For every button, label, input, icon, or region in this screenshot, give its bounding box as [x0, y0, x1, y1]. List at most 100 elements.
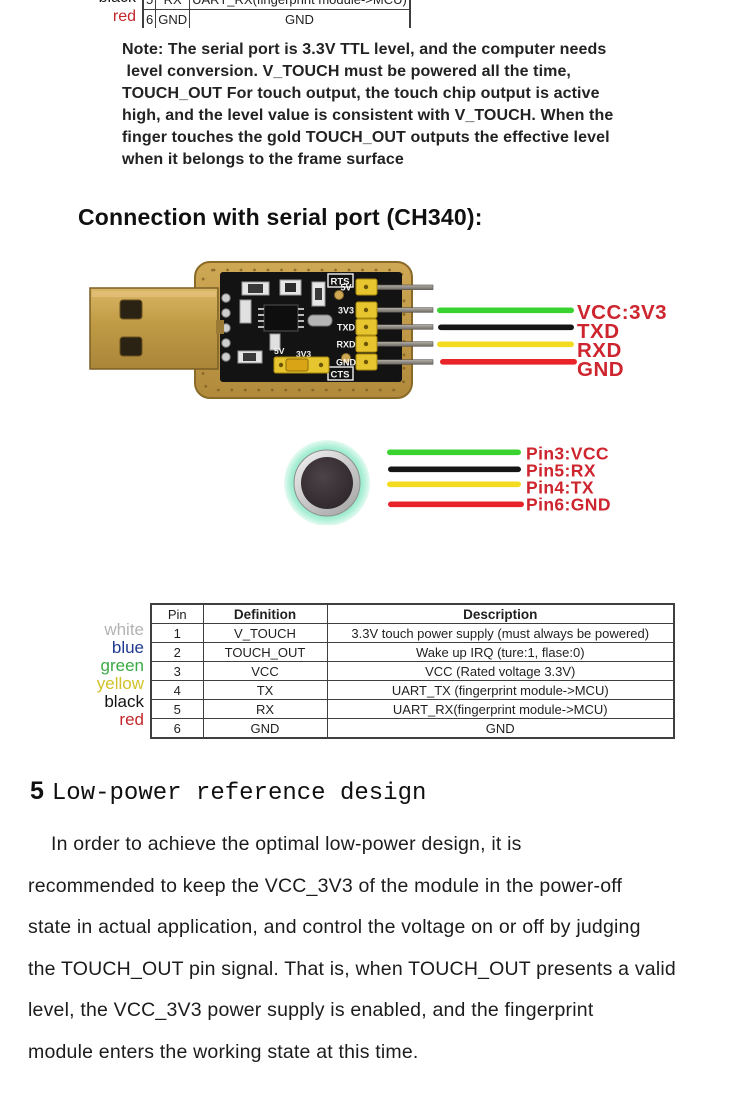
- note-line: Note: The serial port is 3.3V TTL level,…: [122, 41, 607, 58]
- wire-color-label: green: [100, 656, 144, 675]
- sensor-label-pin5-rx: Pin5:RX: [526, 461, 596, 481]
- cell-description: UART_TX (fingerprint module->MCU): [326, 680, 675, 700]
- pin-header-column: 5V 3V3 TXD RXD GND: [336, 278, 434, 371]
- rts-label: RTS: [327, 273, 354, 300]
- cell-pin: 5: [150, 699, 204, 719]
- wire-label-rxd: RXD: [577, 339, 622, 362]
- cell-definition: RX: [202, 699, 328, 719]
- paragraph-line: recommended to keep the VCC_3V3 of the m…: [28, 874, 623, 897]
- wire-color-label: black: [60, 0, 136, 7]
- cell-description: GND: [189, 9, 411, 28]
- cell-pin: 1: [150, 623, 204, 643]
- sensor-wire-black: [388, 466, 521, 473]
- fingerprint-sensor-figure: Pin3:VCC Pin5:RX Pin4:TX Pin6:GND: [284, 440, 611, 525]
- section-title: Low-power reference design: [51, 780, 427, 807]
- cell-pin: 2: [150, 642, 204, 662]
- crystal-oscillator: [307, 314, 333, 327]
- sensor-label-pin6-gnd: Pin6:GND: [526, 495, 611, 515]
- table-row: 1 V_TOUCH 3.3V touch power supply (must …: [150, 623, 675, 643]
- cell-definition: GND: [202, 718, 328, 739]
- cell-pin: 6: [142, 9, 157, 28]
- wire-color-label: red: [119, 710, 144, 729]
- cell-pin: 6: [150, 718, 204, 739]
- header-description: Description: [326, 603, 675, 624]
- cell-pin: 5: [142, 0, 157, 10]
- svg-text:RTS: RTS: [331, 277, 350, 288]
- cell-definition: TX: [202, 680, 328, 700]
- table-row: 5 RX UART_RX(fingerprint module->MCU): [150, 699, 675, 719]
- cell-description: 3.3V touch power supply (must always be …: [326, 623, 675, 643]
- svg-text:GND: GND: [336, 358, 357, 368]
- note-line: level conversion. V_TOUCH must be powere…: [122, 63, 571, 80]
- svg-text:5V: 5V: [340, 283, 351, 293]
- cell-description: VCC (Rated voltage 3.3V): [326, 661, 675, 681]
- cell-definition: RX: [155, 0, 191, 10]
- svg-text:TXD: TXD: [337, 323, 356, 333]
- usb-plug: [89, 287, 224, 370]
- cell-description: Wake up IRQ (ture:1, flase:0): [326, 642, 675, 662]
- pin-definition-table: Pin Definition Description 1 V_TOUCH 3.3…: [150, 603, 675, 739]
- paragraph-line: level, the VCC_3V3 power supply is enabl…: [28, 999, 594, 1021]
- cell-description: UART_RX(fingerprint module->MCU): [326, 699, 675, 719]
- cell-definition: V_TOUCH: [202, 623, 328, 643]
- cell-description: UART_RX(fingerprint module->MCU): [189, 0, 411, 10]
- paragraph-line: module enters the working state at this …: [28, 1040, 419, 1063]
- note-line: finger touches the gold TOUCH_OUT output…: [122, 129, 610, 146]
- top-pin-table-clipped: black red 5 RX UART_RX(fingerprint modul…: [60, 0, 672, 28]
- sensor-wire-red: [388, 501, 524, 508]
- wire-color-label: black: [104, 692, 144, 711]
- wire-red: [440, 359, 577, 365]
- wire-black: [438, 324, 574, 331]
- table-header-row: Pin Definition Description: [150, 603, 675, 624]
- table-row: 4 TX UART_TX (fingerprint module->MCU): [150, 680, 675, 700]
- header-pin: Pin: [150, 603, 204, 624]
- wire-color-label: yellow: [96, 674, 144, 693]
- cell-pin: 4: [150, 680, 204, 700]
- cell-definition: TOUCH_OUT: [202, 642, 328, 662]
- cts-label: CTS: [327, 353, 354, 381]
- note-line: when it belongs to the frame surface: [122, 151, 404, 168]
- table-row: 5 RX UART_RX(fingerprint module->MCU): [142, 0, 411, 10]
- wire-label-vcc: VCC:3V3: [577, 301, 667, 324]
- paragraph-line: the TOUCH_OUT pin signal. That is, when …: [28, 957, 676, 980]
- paragraph-line: In order to achieve the optimal low-powe…: [51, 833, 522, 855]
- ch340-chip: [258, 304, 304, 332]
- wire-color-label: red: [112, 8, 136, 25]
- cell-definition: GND: [155, 9, 191, 28]
- usb-serial-adapter-figure: RTS CTS 5V 3V3 TXD RXD GND 5V 3V3: [89, 261, 667, 399]
- note-line: high, and the level value is consistent …: [122, 107, 614, 124]
- section-heading-serial-connection: Connection with serial port (CH340):: [78, 204, 483, 230]
- low-power-paragraph: In order to achieve the optimal low-powe…: [28, 824, 748, 1073]
- cell-definition: VCC: [202, 661, 328, 681]
- header-definition: Definition: [202, 603, 328, 624]
- note-paragraph: Note: The serial port is 3.3V TTL level,…: [122, 39, 613, 171]
- section-heading-low-power: 5 Low-power reference design: [30, 777, 426, 807]
- sensor-label-pin3-vcc: Pin3:VCC: [526, 444, 609, 464]
- sensor-wire-green: [387, 449, 521, 456]
- svg-text:RXD: RXD: [336, 340, 356, 350]
- cell-description: GND: [326, 718, 675, 739]
- svg-text:CTS: CTS: [331, 370, 350, 381]
- sensor-label-pin4-tx: Pin4:TX: [526, 478, 594, 498]
- sensor-wire-yellow: [387, 481, 521, 488]
- wire-color-legend: white blue green yellow black red: [40, 621, 144, 729]
- voltage-jumper: 5V 3V3: [273, 346, 330, 374]
- wire-label-txd: TXD: [577, 320, 620, 343]
- sensor-button: [284, 440, 370, 525]
- wire-color-label: white: [104, 620, 144, 639]
- top-pin-table: 5 RX UART_RX(fingerprint module->MCU) 6 …: [142, 0, 411, 28]
- table-row: 3 VCC VCC (Rated voltage 3.3V): [150, 661, 675, 681]
- top-wire-color-labels: black red: [60, 0, 136, 26]
- wire-label-gnd: GND: [577, 358, 624, 381]
- cell-pin: 3: [150, 661, 204, 681]
- section-number: 5: [30, 777, 44, 805]
- table-row: 2 TOUCH_OUT Wake up IRQ (ture:1, flase:0…: [150, 642, 675, 662]
- note-line: TOUCH_OUT For touch output, the touch ch…: [122, 85, 600, 102]
- wire-green: [437, 307, 574, 314]
- table-row: 6 GND GND: [150, 718, 675, 739]
- wire-color-label: blue: [111, 638, 144, 657]
- paragraph-line: state in actual application, and control…: [28, 916, 641, 938]
- wire-yellow: [437, 341, 574, 348]
- svg-text:5V: 5V: [274, 346, 285, 356]
- svg-text:3V3: 3V3: [296, 349, 311, 359]
